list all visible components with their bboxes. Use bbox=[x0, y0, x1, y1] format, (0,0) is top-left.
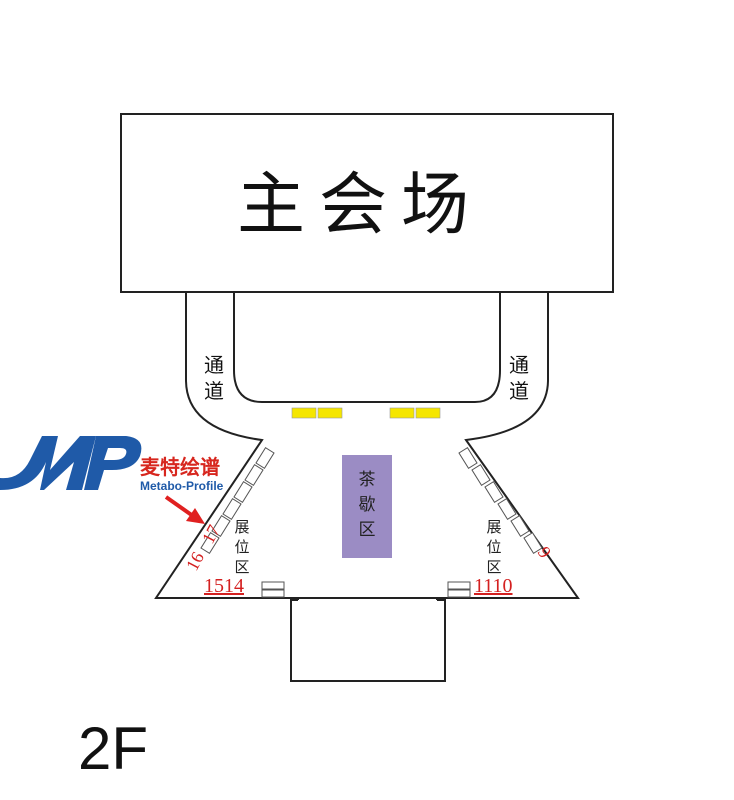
booth[interactable] bbox=[497, 498, 517, 520]
booth[interactable] bbox=[484, 481, 504, 503]
booth[interactable] bbox=[244, 464, 264, 486]
passage-right-label-2: 道 bbox=[509, 379, 529, 403]
tea-break-label-1: 茶 bbox=[359, 470, 376, 490]
booth-area-left-label-3: 区 bbox=[234, 558, 249, 576]
yellow-table[interactable] bbox=[291, 407, 317, 419]
logo-brand-cn: 麦特绘谱 bbox=[140, 455, 220, 479]
logo-mark-icon bbox=[0, 436, 96, 490]
main-hall[interactable] bbox=[120, 113, 614, 293]
yellow-table[interactable] bbox=[389, 407, 415, 419]
booth-area-right-label-1: 展 bbox=[486, 518, 501, 536]
booth[interactable] bbox=[523, 532, 543, 554]
booth[interactable] bbox=[200, 532, 220, 554]
right-booth-row bbox=[458, 447, 543, 554]
booth-number-1110: 1110 bbox=[474, 575, 513, 597]
booth[interactable] bbox=[458, 447, 478, 469]
tea-break-label-3: 区 bbox=[359, 520, 376, 540]
metabo-profile-logo: 麦特绘谱 Metabo-Profile bbox=[0, 436, 224, 493]
left-booth-row bbox=[200, 447, 275, 554]
booth-area-right-label-3: 区 bbox=[486, 558, 501, 576]
tea-break-label-2: 歇 bbox=[359, 495, 376, 515]
booth-area-right-label-2: 位 bbox=[486, 538, 501, 556]
booth[interactable] bbox=[222, 498, 242, 520]
logo-p-icon bbox=[84, 436, 142, 490]
yellow-table[interactable] bbox=[317, 407, 343, 419]
booth[interactable] bbox=[447, 589, 471, 598]
booth[interactable] bbox=[447, 581, 471, 590]
annex-room[interactable] bbox=[290, 599, 446, 682]
booth-area-left-label-2: 位 bbox=[234, 538, 249, 556]
booth[interactable] bbox=[510, 515, 530, 537]
passage-left-label-2: 道 bbox=[204, 379, 224, 403]
floor-label: 2F bbox=[78, 715, 148, 782]
booth[interactable] bbox=[211, 515, 231, 537]
tea-break-area[interactable] bbox=[342, 455, 392, 558]
inner-outline bbox=[233, 292, 501, 403]
booth[interactable] bbox=[255, 447, 275, 469]
booth[interactable] bbox=[261, 581, 285, 590]
lobby-outline bbox=[154, 292, 580, 600]
booth[interactable] bbox=[261, 589, 285, 598]
passage-right-label-1: 通 bbox=[509, 353, 529, 377]
booth-number-1514: 1514 bbox=[204, 575, 244, 597]
booth[interactable] bbox=[471, 464, 491, 486]
main-hall-label: 主会场 bbox=[237, 166, 483, 245]
booth-area-left-label-1: 展 bbox=[234, 518, 249, 536]
red-arrow-icon bbox=[164, 495, 205, 524]
logo-brand-en: Metabo-Profile bbox=[140, 479, 224, 493]
passage-left-label-1: 通 bbox=[204, 353, 224, 377]
booth[interactable] bbox=[233, 481, 253, 503]
yellow-table[interactable] bbox=[415, 407, 441, 419]
